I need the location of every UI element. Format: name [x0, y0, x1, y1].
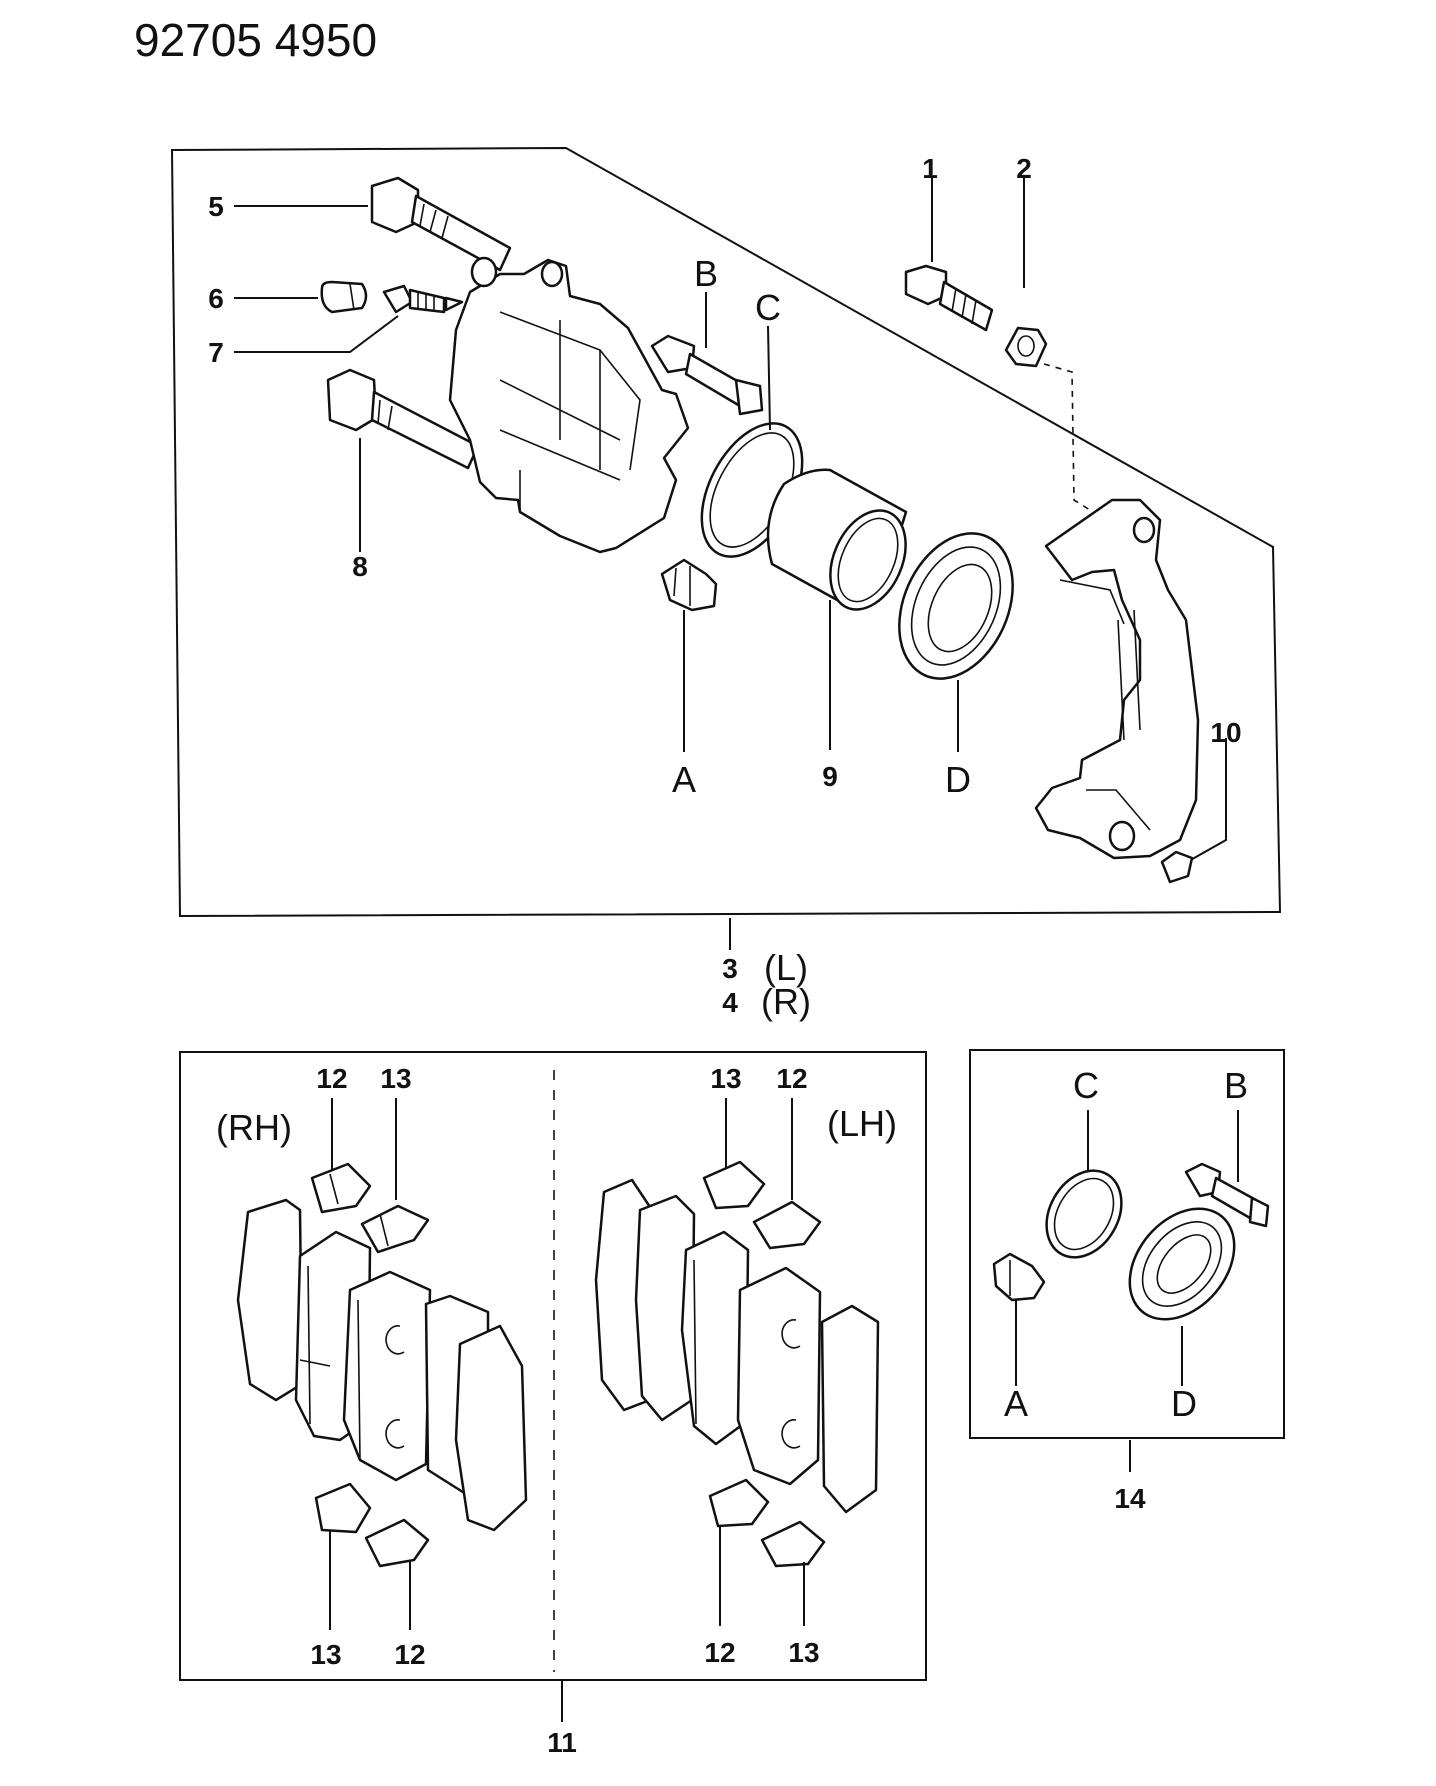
guide-pin-b — [650, 334, 764, 416]
lh-top-label-12: 12 — [776, 1063, 807, 1094]
seal-kit-letter-d: D — [1171, 1383, 1197, 1424]
lh-shim-13-top — [702, 1160, 766, 1210]
cap-10 — [1160, 850, 1194, 884]
caliper-support — [1034, 498, 1200, 860]
pad-box: 11 (RH) (LH) 12 13 — [179, 1051, 927, 1758]
boot-a — [660, 558, 718, 612]
rh-shim-12-top — [310, 1162, 372, 1214]
bleeder-cap-6 — [320, 280, 368, 314]
mounting-bolt-1 — [904, 264, 994, 332]
seal-kit-box: 14 C B A D — [969, 1049, 1285, 1514]
rh-outer-shim — [236, 1198, 304, 1402]
rh-top-label-13: 13 — [380, 1063, 411, 1094]
lh-bottom-label-13: 13 — [788, 1637, 819, 1668]
rh-backing-plate — [454, 1324, 528, 1532]
assembly-right-number: 4 — [722, 987, 738, 1018]
callout-5: 5 — [208, 191, 224, 222]
callout-10: 10 — [1210, 717, 1241, 748]
pad-assembly-number: 11 — [547, 1727, 577, 1758]
callout-6: 6 — [208, 283, 224, 314]
seal-kit-assembly-number: 14 — [1114, 1483, 1146, 1514]
lh-shim-12-bottom — [708, 1478, 770, 1528]
rh-shim-13-bottom — [314, 1482, 372, 1534]
rh-bottom-label-12: 12 — [394, 1639, 425, 1670]
guide-bolt-8 — [326, 368, 480, 470]
bleeder-screw-7 — [382, 284, 464, 314]
rh-shim-13-top — [360, 1204, 430, 1254]
lh-shim-13-bottom — [760, 1520, 826, 1568]
caliper-box: 1 2 5 6 7 8 9 10 A B C D 3 (L) 4 (R) — [170, 146, 1282, 1022]
callout-7: 7 — [208, 337, 224, 368]
pad-box-outline — [179, 1051, 927, 1681]
caliper-body — [448, 256, 690, 554]
seal-kit-box-outline — [969, 1049, 1285, 1439]
lh-label: (LH) — [827, 1103, 897, 1144]
diagram-code: 92705 4950 — [134, 14, 377, 66]
seal-kit-pin-b — [1184, 1162, 1270, 1228]
letter-a: A — [672, 759, 696, 800]
lh-shim-12-top — [752, 1200, 822, 1250]
seal-kit-letter-c: C — [1073, 1065, 1099, 1106]
callout-8: 8 — [352, 551, 368, 582]
callout-1: 1 — [922, 153, 938, 184]
lh-pad-1 — [634, 1194, 696, 1422]
lh-pad-2 — [680, 1230, 750, 1446]
seal-kit-letter-b: B — [1224, 1065, 1248, 1106]
assembly-left-side: (L) — [764, 947, 808, 988]
washer-2 — [1004, 326, 1048, 368]
rh-bottom-label-13: 13 — [310, 1639, 341, 1670]
rh-pad-2 — [342, 1270, 432, 1482]
assembly-right-side: (R) — [761, 981, 811, 1022]
seal-kit-boot-d — [1128, 1207, 1236, 1321]
letter-d: D — [945, 759, 971, 800]
rh-shim-12-bottom — [364, 1518, 430, 1568]
seal-kit-boot-a — [992, 1252, 1046, 1302]
guide-bolt-5 — [370, 176, 512, 272]
dust-boot-d — [898, 532, 1014, 680]
callout-2: 2 — [1016, 153, 1032, 184]
rh-top-label-12: 12 — [316, 1063, 347, 1094]
callout-9: 9 — [822, 761, 838, 792]
piston-9 — [766, 468, 908, 611]
letter-b: B — [694, 253, 718, 294]
seal-kit-letter-a: A — [1004, 1383, 1028, 1424]
rh-label: (RH) — [216, 1107, 292, 1148]
caliper-box-outline — [170, 146, 1282, 918]
lh-bottom-label-12: 12 — [704, 1637, 735, 1668]
seal-kit-seal-c — [1045, 1169, 1123, 1259]
lh-outer-shim — [820, 1304, 880, 1514]
letter-c: C — [755, 287, 781, 328]
assembly-left-number: 3 — [722, 953, 738, 984]
lh-pad-3 — [736, 1266, 822, 1486]
lh-top-label-13: 13 — [710, 1063, 741, 1094]
